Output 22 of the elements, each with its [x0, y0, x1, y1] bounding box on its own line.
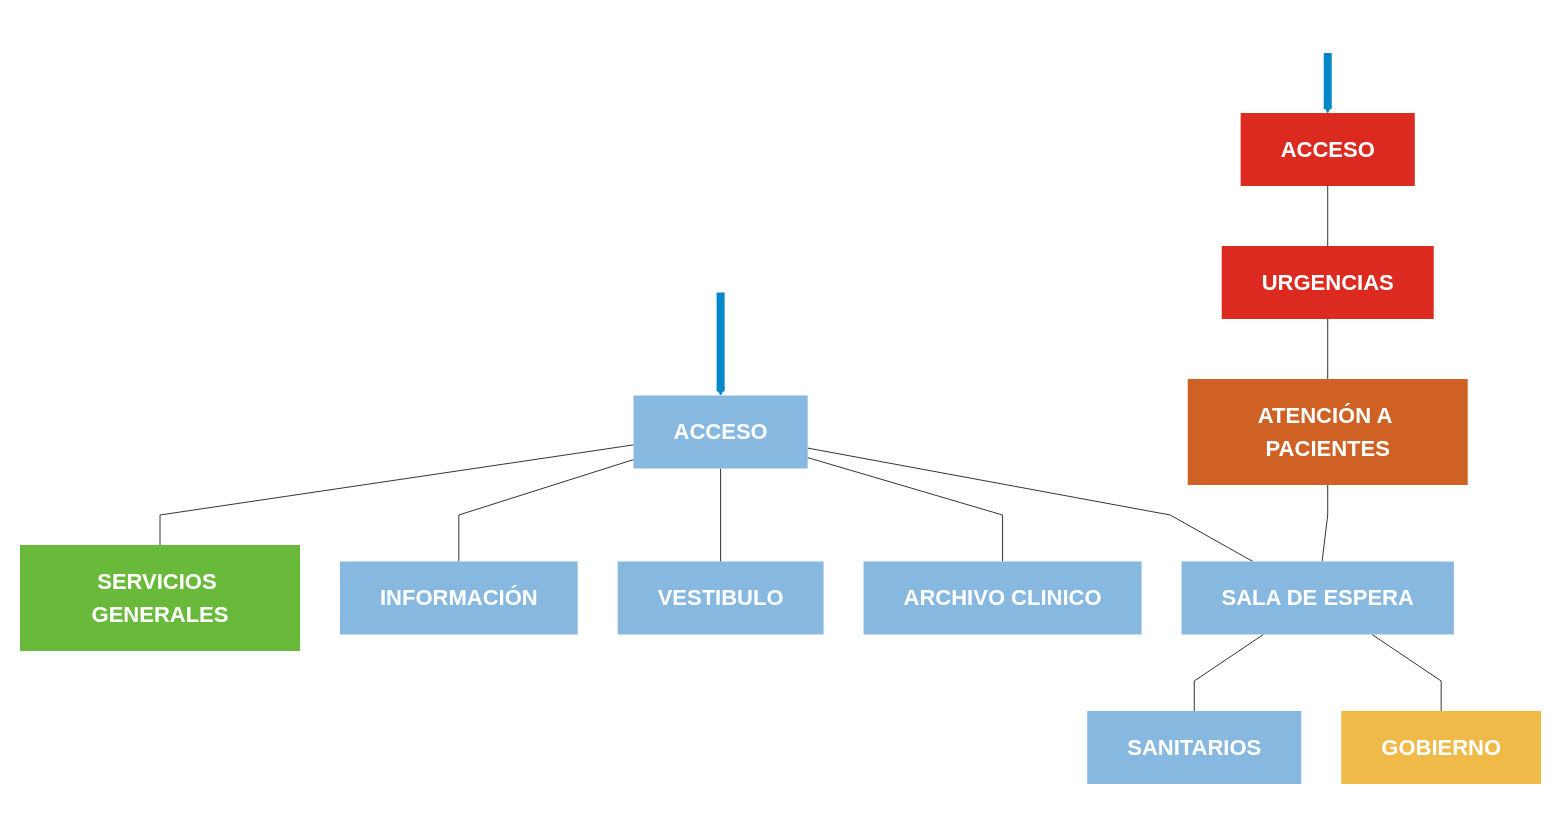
connector [1194, 633, 1265, 711]
node-box: SALA DE ESPERA [1182, 561, 1455, 634]
connector [1371, 633, 1443, 711]
arrow [716, 292, 726, 396]
node-box: INFORMACIÓN [340, 561, 579, 634]
connector [458, 458, 635, 562]
connector [1322, 484, 1329, 562]
node-box: ACCESO [634, 395, 809, 468]
connector [1327, 318, 1329, 379]
node-box: ARCHIVO CLINICO [864, 561, 1142, 634]
connector [720, 467, 722, 562]
node-box: URGENCIAS [1222, 245, 1435, 319]
node-box: SERVICIOS GENERALES [20, 544, 301, 651]
node-box: VESTIBULO [618, 561, 824, 634]
node-box: ACCESO [1241, 112, 1416, 186]
connector [807, 456, 1004, 562]
connector [1327, 185, 1329, 246]
node-box: SANITARIOS [1087, 710, 1302, 784]
node-box: GOBIERNO [1341, 710, 1542, 784]
connector [159, 443, 635, 545]
connector [807, 447, 1254, 562]
node-box: ATENCIÓN A PACIENTES [1188, 378, 1469, 485]
